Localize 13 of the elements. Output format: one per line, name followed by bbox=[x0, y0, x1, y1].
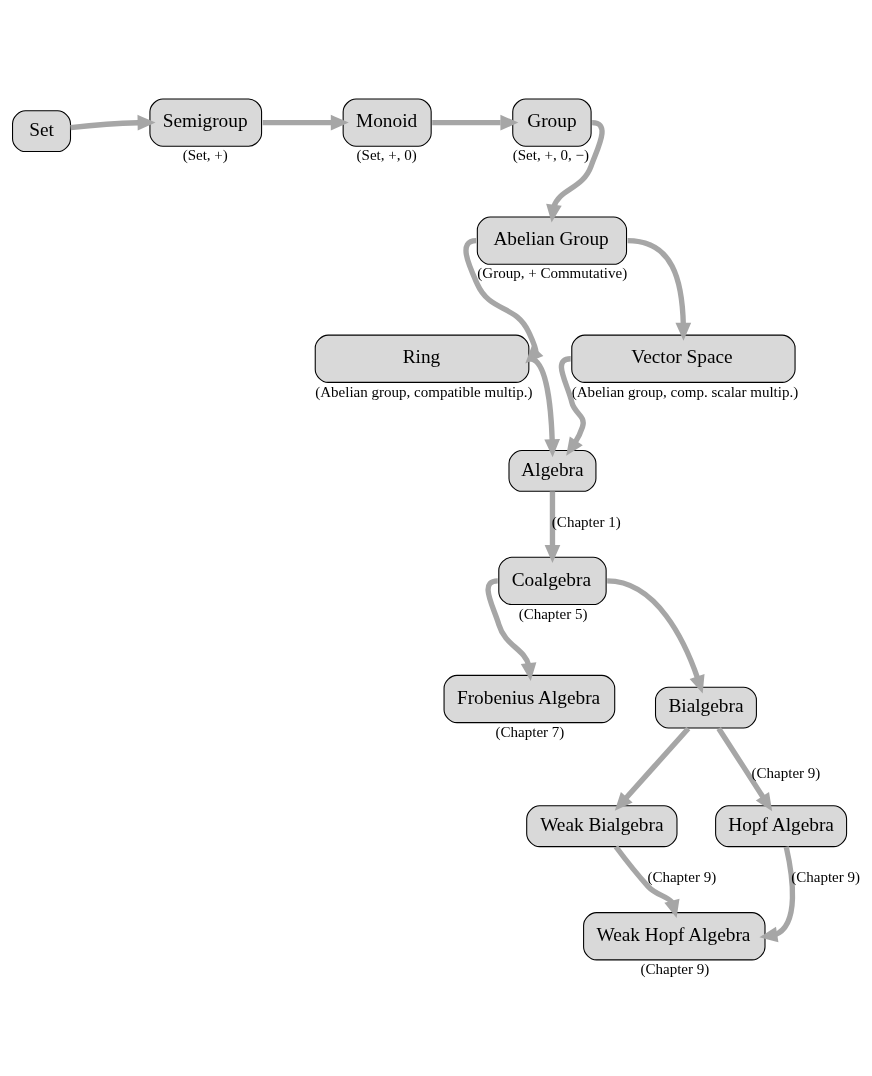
node-label: (Set, +, 0, −) bbox=[512, 147, 589, 164]
node-label: (Abelian group, comp. scalar multip.) bbox=[571, 383, 799, 400]
edge-label: (Chapter 9) bbox=[791, 869, 861, 886]
node-label: (Chapter 7) bbox=[495, 723, 565, 740]
edge-label: (Chapter 9) bbox=[751, 765, 821, 782]
edge-label: (Chapter 1) bbox=[551, 513, 621, 530]
node-label: (Set, +, 0) bbox=[356, 147, 417, 164]
node-label: (Chapter 9) bbox=[640, 961, 710, 978]
node-label: (Chapter 5) bbox=[518, 605, 588, 622]
node-label: (Group, + Commutative) bbox=[477, 265, 628, 282]
node-label: (Set, +) bbox=[182, 147, 228, 164]
node-label: (Abelian group, compatible multip.) bbox=[315, 383, 533, 400]
edge-label: (Chapter 9) bbox=[647, 869, 717, 886]
